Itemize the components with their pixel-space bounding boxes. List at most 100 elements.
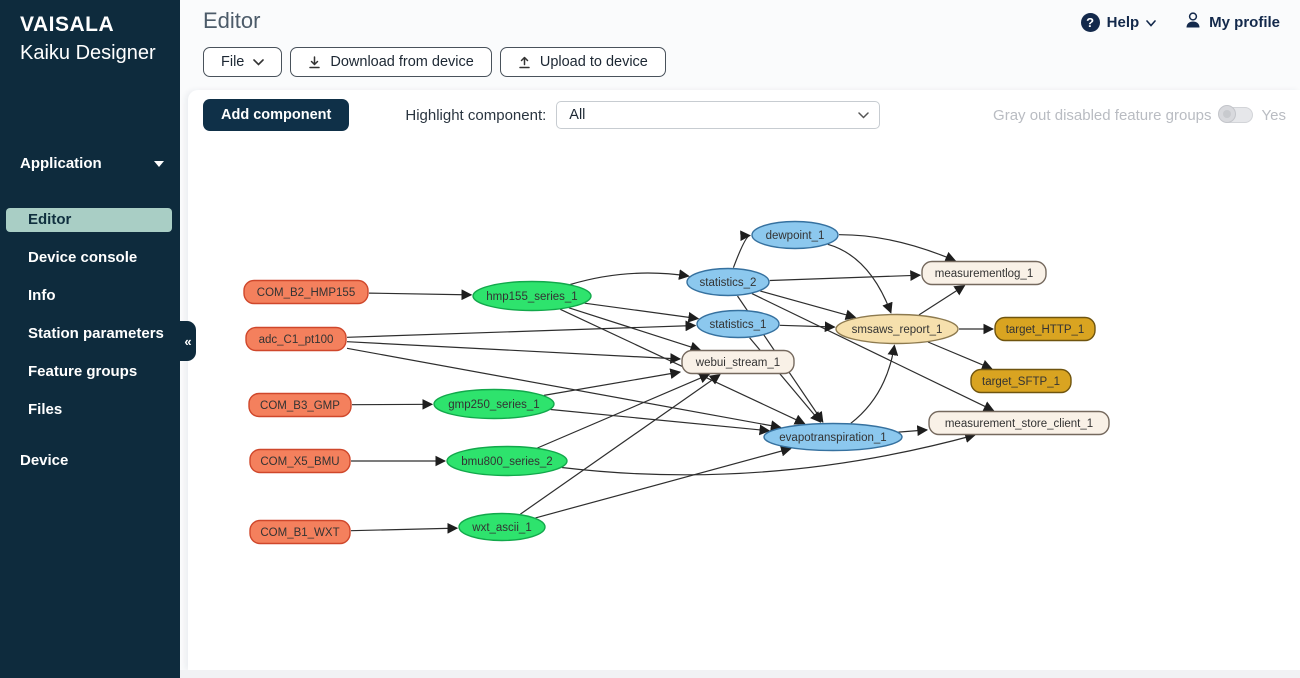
graph-node-target_SFTP_1[interactable]: target_SFTP_1	[970, 368, 1072, 394]
download-icon	[308, 55, 321, 69]
svg-text:statistics_2: statistics_2	[700, 277, 757, 289]
help-menu[interactable]: ? Help	[1080, 12, 1157, 32]
graph-node-dewpoint_1[interactable]: dewpoint_1	[751, 220, 839, 250]
svg-text:dewpoint_1: dewpoint_1	[766, 230, 825, 242]
svg-text:bmu800_series_2: bmu800_series_2	[461, 456, 552, 468]
graph-node-adc_C1_pt100[interactable]: adc_C1_pt100	[245, 326, 347, 352]
upload-button-label: Upload to device	[539, 54, 648, 70]
graph-node-evapotranspiration_1[interactable]: evapotranspiration_1	[763, 422, 903, 452]
page-title: Editor	[203, 8, 261, 33]
file-button-label: File	[221, 54, 245, 70]
graph-edge-statistics_2-to-measurement_store_client_1	[751, 293, 995, 412]
sidebar-item-editor[interactable]: Editor	[6, 208, 172, 232]
graph-node-bmu800_series_2[interactable]: bmu800_series_2	[446, 445, 568, 477]
sidebar-item-station-parameters[interactable]: Station parameters	[28, 325, 164, 342]
grayout-label: Gray out disabled feature groups	[993, 106, 1212, 124]
graph-node-webui_stream_1[interactable]: webui_stream_1	[681, 349, 795, 375]
graph-edge-smsaws_report_1-to-measurementlog_1	[918, 285, 966, 316]
graph-edge-dewpoint_1-to-measurementlog_1	[838, 234, 957, 262]
graph-edge-statistics_1-to-smsaws_report_1	[779, 321, 836, 333]
download-from-device-button[interactable]: Download from device	[290, 47, 492, 77]
graph-edge-dewpoint_1-to-smsaws_report_1	[827, 243, 893, 314]
graph-edge-COM_B2_HMP155-to-hmp155_series_1	[368, 289, 473, 301]
grayout-control: Gray out disabled feature groups Yes	[993, 105, 1286, 124]
graph-edge-hmp155_series_1-to-statistics_1	[584, 302, 700, 323]
svg-text:measurementlog_1: measurementlog_1	[935, 268, 1033, 280]
graph-edge-hmp155_series_1-to-statistics_2	[570, 269, 690, 286]
graph-edge-statistics_2-to-dewpoint_1	[732, 230, 752, 268]
header-actions: ? Help My profile	[1080, 11, 1280, 33]
graph-node-smsaws_report_1[interactable]: smsaws_report_1	[835, 313, 959, 345]
graph-edge-evapotranspiration_1-to-smsaws_report_1	[850, 344, 899, 424]
profile-menu[interactable]: My profile	[1184, 11, 1280, 33]
toggle-knob-icon	[1217, 105, 1236, 123]
graph-edge-bmu800_series_2-to-webui_stream_1	[537, 373, 711, 449]
chevron-down-icon	[1146, 14, 1156, 31]
svg-text:webui_stream_1: webui_stream_1	[695, 357, 780, 369]
graph-edge-statistics_2-to-measurementlog_1	[769, 270, 922, 282]
graph-node-COM_B2_HMP155[interactable]: COM_B2_HMP155	[243, 279, 369, 305]
footer-strip	[180, 670, 1300, 678]
sidebar-section-device[interactable]: Device	[0, 452, 180, 469]
caret-down-icon	[154, 160, 164, 167]
graph-edge-gmp250_series_1-to-webui_stream_1	[543, 368, 682, 396]
sidebar-item-device-console[interactable]: Device console	[28, 249, 138, 266]
svg-text:wxt_ascii_1: wxt_ascii_1	[471, 522, 531, 534]
graph-node-COM_B3_GMP[interactable]: COM_B3_GMP	[248, 392, 352, 418]
app-name: Kaiku Designer	[20, 42, 156, 64]
editor-controls: Add component Highlight component: All G…	[203, 99, 1286, 131]
graph-edge-bmu800_series_2-to-measurement_store_client_1	[561, 432, 976, 476]
svg-text:adc_C1_pt100: adc_C1_pt100	[259, 334, 334, 346]
graph-node-target_HTTP_1[interactable]: target_HTTP_1	[994, 316, 1096, 342]
brand-logo: VAISALA Kaiku Designer	[0, 0, 180, 65]
file-menu-button[interactable]: File	[203, 47, 283, 77]
svg-text:target_SFTP_1: target_SFTP_1	[982, 376, 1060, 388]
graph-node-wxt_ascii_1[interactable]: wxt_ascii_1	[458, 512, 546, 542]
brand-name: VAISALA	[20, 13, 115, 36]
graph-node-COM_B1_WXT[interactable]: COM_B1_WXT	[249, 519, 351, 545]
help-label: Help	[1106, 13, 1140, 31]
graph-edge-wxt_ascii_1-to-evapotranspiration_1	[535, 445, 792, 519]
svg-text:measurement_store_client_1: measurement_store_client_1	[945, 418, 1093, 430]
graph-edge-adc_C1_pt100-to-evapotranspiration_1	[346, 347, 782, 431]
graph-node-statistics_1[interactable]: statistics_1	[696, 309, 780, 339]
svg-text:COM_B1_WXT: COM_B1_WXT	[260, 527, 339, 539]
graph-node-measurementlog_1[interactable]: measurementlog_1	[921, 260, 1047, 286]
graph-node-measurement_store_client_1[interactable]: measurement_store_client_1	[928, 410, 1110, 436]
graph-node-hmp155_series_1[interactable]: hmp155_series_1	[472, 280, 592, 312]
user-icon	[1184, 11, 1202, 33]
graph-node-gmp250_series_1[interactable]: gmp250_series_1	[433, 388, 555, 420]
chevron-down-icon	[253, 54, 265, 70]
highlight-component-select[interactable]: All	[556, 101, 881, 129]
svg-text:hmp155_series_1: hmp155_series_1	[486, 291, 577, 303]
grayout-toggle[interactable]	[1217, 105, 1253, 123]
sidebar-collapse-handle[interactable]: «	[180, 321, 196, 361]
graph-edge-gmp250_series_1-to-evapotranspiration_1	[550, 408, 771, 436]
svg-text:smsaws_report_1: smsaws_report_1	[852, 324, 943, 336]
sidebar-item-files[interactable]: Files	[28, 401, 63, 418]
graph-node-statistics_2[interactable]: statistics_2	[686, 267, 770, 297]
sidebar-section-application[interactable]: Application	[0, 155, 180, 172]
sidebar-item-feature-groups[interactable]: Feature groups	[28, 363, 138, 380]
sidebar-item-info[interactable]: Info	[28, 287, 56, 304]
svg-text:COM_B3_GMP: COM_B3_GMP	[260, 400, 340, 412]
chevron-down-icon	[858, 107, 870, 123]
toolbar: File Download from device Upload to devi…	[203, 47, 666, 77]
profile-label: My profile	[1209, 13, 1280, 31]
graph-edge-statistics_2-to-smsaws_report_1	[760, 290, 857, 321]
svg-text:statistics_1: statistics_1	[710, 319, 767, 331]
application-section-label: Application	[20, 155, 102, 172]
help-icon: ?	[1080, 12, 1100, 32]
editor-panel: Add component Highlight component: All G…	[188, 90, 1300, 670]
grayout-value: Yes	[1261, 106, 1286, 124]
svg-text:evapotranspiration_1: evapotranspiration_1	[779, 432, 886, 444]
graph-edge-smsaws_report_1-to-target_SFTP_1	[927, 341, 993, 370]
highlight-component-value: All	[569, 107, 586, 123]
graph-node-COM_X5_BMU[interactable]: COM_X5_BMU	[249, 448, 351, 474]
upload-to-device-button[interactable]: Upload to device	[499, 47, 666, 77]
graph-edge-adc_C1_pt100-to-statistics_1	[346, 320, 697, 338]
svg-text:COM_B2_HMP155: COM_B2_HMP155	[257, 287, 355, 299]
add-component-button[interactable]: Add component	[203, 99, 350, 131]
